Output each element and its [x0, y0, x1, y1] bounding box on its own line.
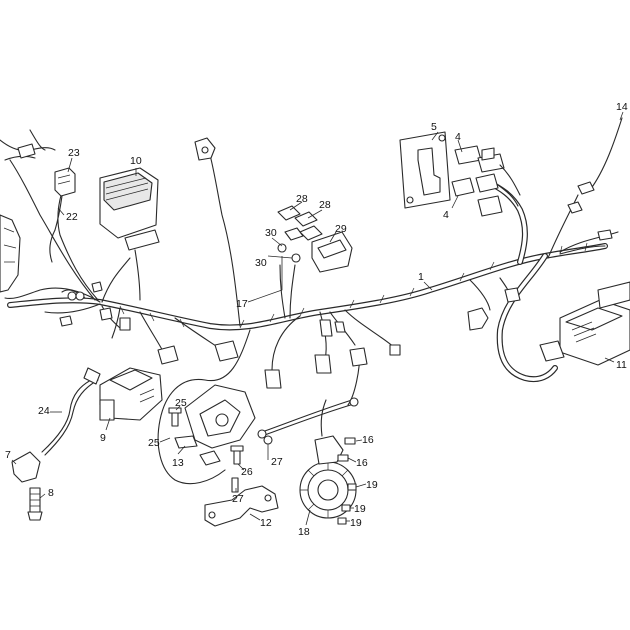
callout-19-mid: 19: [354, 503, 366, 515]
callout-10: 10: [130, 155, 142, 167]
callout-27-top: 27: [271, 456, 283, 468]
callout-7: 7: [5, 449, 11, 461]
callout-11: 11: [616, 359, 627, 371]
callout-27-bottom: 27: [232, 493, 244, 505]
callout-25-bottom: 26: [241, 466, 253, 478]
callout-1: 1: [418, 271, 424, 283]
part-12-bracket: [204, 485, 279, 527]
part-22-wire: [49, 229, 56, 263]
left-top-connector-wires: [0, 129, 56, 161]
part-29-relay-block: [311, 231, 353, 273]
callout-30-bottom: 30: [255, 257, 267, 269]
callout-9: 9: [100, 432, 106, 444]
callout-16-top: 16: [362, 434, 374, 446]
right-plugs: [467, 229, 613, 331]
callout-19-top: 19: [366, 479, 378, 491]
callout-19-bottom: 19: [350, 517, 362, 529]
callout-18: 18: [298, 526, 310, 538]
part-14-sensor-lead: [567, 181, 595, 214]
part-7-plug-cap: [11, 451, 41, 483]
callout-labels: 1 4 4 5 7 8 9 10 11 12 13 14 16 16 17 18…: [5, 101, 628, 538]
callout-29: 29: [335, 223, 347, 235]
callout-24: 24: [38, 405, 50, 417]
callout-28-top: 28: [296, 193, 308, 205]
callout-12: 12: [260, 517, 272, 529]
callout-22: 22: [66, 211, 78, 223]
callout-16-bottom: 16: [356, 457, 368, 469]
part-28-relay-cluster: [277, 205, 323, 241]
callout-17: 17: [236, 298, 248, 310]
part-10-control-unit: [99, 167, 160, 301]
callout-26: 25: [148, 437, 160, 449]
left-small-plugs: [59, 281, 131, 331]
part-5-mounting-plate: [399, 131, 451, 209]
main-wiring-harness: [7, 179, 608, 383]
screw-25-bottom: [230, 445, 244, 465]
callout-30-top: 30: [265, 227, 277, 239]
callout-25-top: 25: [175, 397, 187, 409]
part-4-relays: [451, 145, 521, 217]
left-bracket-part: [0, 214, 21, 293]
part-16-screws: [337, 437, 356, 462]
screw-25-top: [168, 407, 182, 427]
part-13-rotor-cover: [174, 384, 256, 466]
callout-8: 8: [48, 487, 54, 499]
center-connectors: [157, 319, 401, 389]
callout-4-top: 4: [455, 131, 461, 143]
part-30-terminals: [277, 243, 301, 263]
washer-27-bottom: [231, 477, 239, 493]
callout-23: 23: [68, 147, 80, 159]
part-24-ht-lead: [41, 367, 101, 456]
part-9-ignition-coil: [99, 367, 163, 421]
callout-5: 5: [431, 121, 437, 133]
part-19-screws: [337, 483, 357, 525]
callout-leader-lines: [11, 111, 624, 526]
ground-strap: [257, 397, 359, 439]
part-18-stator: [299, 399, 357, 519]
part-11-ecu: [539, 281, 630, 366]
top-connector-lead: [194, 137, 216, 161]
callout-13: 13: [172, 457, 184, 469]
callout-4-bottom: 4: [443, 209, 449, 221]
callout-28-right: 28: [319, 199, 331, 211]
part-8-spark-plug: [27, 487, 43, 521]
callout-14: 14: [616, 101, 628, 113]
